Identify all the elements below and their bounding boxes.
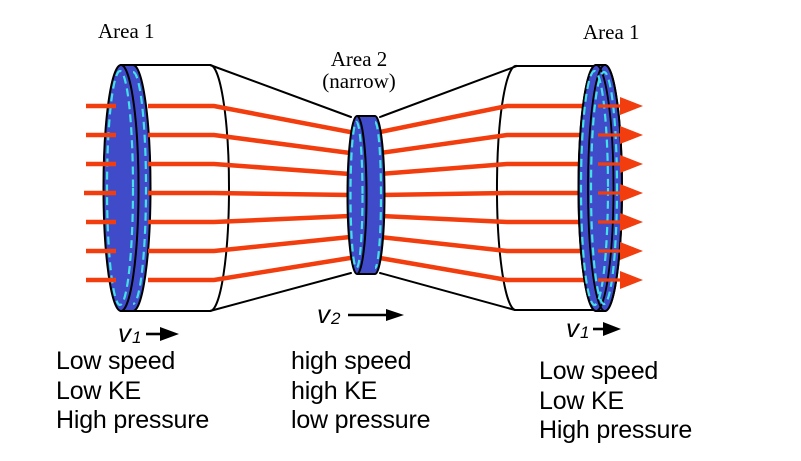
flow-arrowhead-icon [620,213,643,231]
throat-disk [346,115,386,275]
area1-right-label: Area 1 [583,20,640,44]
inlet-disk [102,64,152,312]
annotation-line: high KE [291,376,378,405]
velocity-subscript: 1 [132,327,142,347]
outlet-disk-back-rim [577,64,615,312]
right-arrow-icon [593,321,622,336]
diverging-bottom-edge [379,272,516,311]
flow-arrowhead-icon [620,242,643,260]
inlet-disk-cyan-ring [105,69,135,307]
annotation-line: high speed [291,347,412,375]
flow-arrowhead-icon [620,97,643,115]
annotation-right: Low speed Low KE High pressure [539,357,692,446]
outlet-disk-cyan-ring-back [579,69,610,307]
outlet-disk [577,64,623,312]
annotation-line: Low KE [539,386,624,415]
right-arrow-icon [146,326,180,341]
outlet-disk-body [577,64,623,312]
annotation-line: High pressure [539,416,693,444]
area2-label-line1: Area 2 [330,47,388,71]
pipe-outline [120,64,597,312]
flow-arrowhead-icon [620,271,643,289]
inlet-disk-face [102,64,140,312]
annotation-line: High pressure [56,406,210,434]
converging-top-edge [209,64,352,118]
left-section-rim-arc [209,64,230,312]
velocity-subscript: 2 [331,308,341,328]
right-arrow-icon [348,308,405,321]
annotation-line: Low speed [539,357,659,385]
annotation-left: Low speed Low KE High pressure [56,347,209,436]
flow-arrows [598,97,643,289]
throat-disk-cyan-ring [349,120,364,270]
flow-arrowhead-icon [620,184,643,202]
velocity-subscript: 1 [580,322,590,342]
inlet-disk-cyan-back-arc [132,70,148,306]
annotation-line: Low KE [56,376,141,405]
streamlines [84,103,592,283]
area1-left-label: Area 1 [98,19,155,43]
converging-bottom-edge [209,272,352,312]
velocity-symbol: v [118,318,131,348]
flow-arrowhead-icon [620,126,643,144]
area2-label: Area 2 (narrow) [314,48,404,92]
flow-arrowhead-icon [620,155,643,173]
annotation-line: low pressure [291,406,431,434]
annotation-middle: high speed high KE low pressure [291,347,431,436]
annotation-line: Low speed [56,347,176,375]
outlet-disk-cyan-ring-front [589,70,619,306]
velocity-symbol: v [317,299,330,329]
area2-label-line2: (narrow) [322,69,396,93]
right-section-rim-arc [495,64,518,311]
diverging-top-edge [379,65,518,118]
velocity-symbol: v [566,313,579,343]
